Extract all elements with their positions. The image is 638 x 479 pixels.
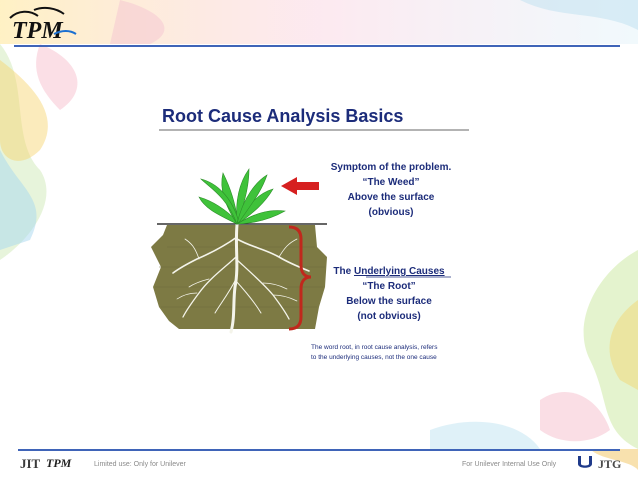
root-cause-diagram: Root Cause Analysis Basics Symptom [139,97,484,375]
causes-line-2: “The Root” [362,281,415,292]
symptom-line-1: Symptom of the problem. [331,162,452,173]
diagram-title: Root Cause Analysis Basics [162,106,403,126]
symptom-line-3: Above the surface [348,192,435,203]
footer-jit-logo: JIT [20,456,41,471]
symptom-line-4: (obvious) [369,207,414,218]
causes-line-3: Below the surface [346,296,432,307]
footer-tpm-logo: TPM [46,456,72,470]
unilever-logo [574,454,596,472]
causes-line-1-prefix: The [333,266,354,277]
header-divider [14,45,620,47]
footer-jtg-logo: JTG [598,454,624,472]
causes-line-4: (not obvious) [357,311,420,322]
logo-text: TPM [12,18,64,44]
footer-left-logo: JIT TPM [20,454,90,472]
causes-line-1-underlined: Underlying Causes [354,266,445,277]
note-line-1: The word root, in root cause analysis, r… [311,344,438,351]
footer-right-text: For Unilever Internal Use Only [462,461,556,468]
footer-jtg-text: JTG [598,457,621,471]
causes-line-1: The Underlying Causes [333,266,445,277]
footer-divider [18,449,620,451]
company-logo: TPM [4,4,84,46]
note-line-2: to the underlying causes, not the one ca… [311,354,437,361]
symptom-line-2: “The Weed” [362,177,419,188]
footer-left-text: Limited use: Only for Unilever [94,461,186,468]
